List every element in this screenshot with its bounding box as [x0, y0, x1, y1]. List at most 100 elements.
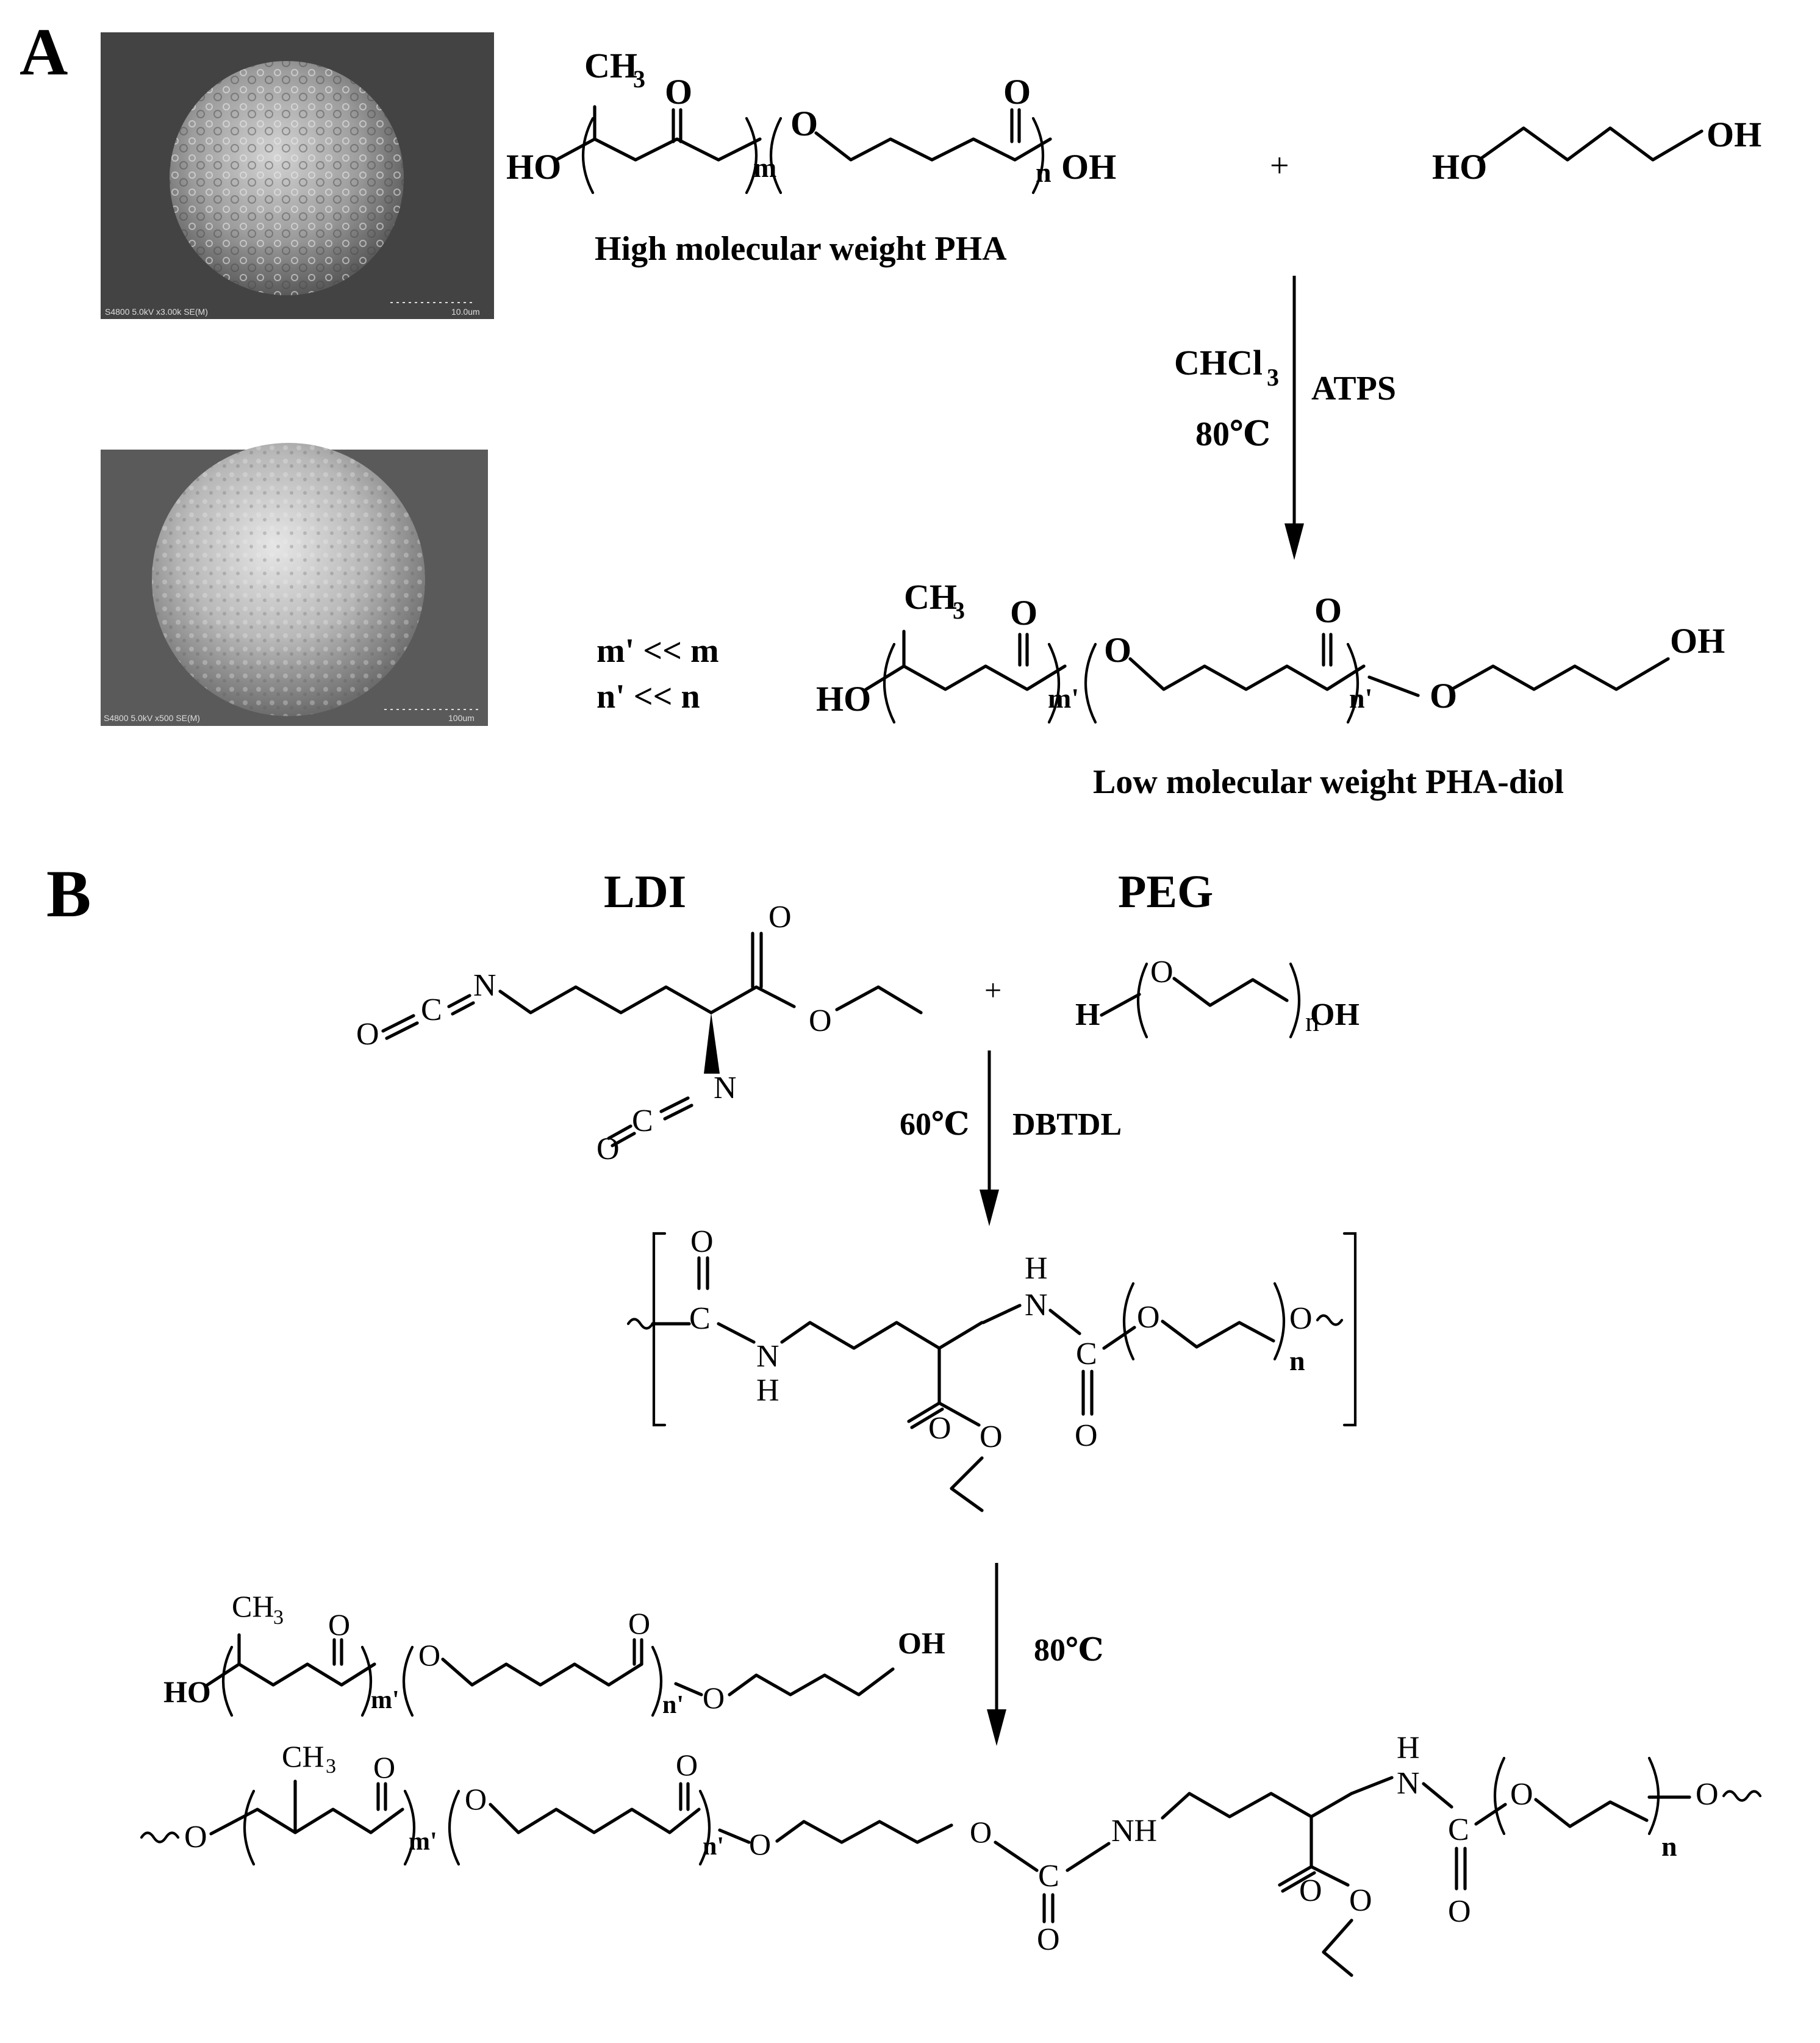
condition-catalyst-a: ATPS [1311, 370, 1396, 408]
svg-text:O: O [1037, 1922, 1060, 1957]
condition-temperature-a: 80℃ [1195, 415, 1270, 453]
svg-text:N: N [1025, 1288, 1048, 1323]
reaction-arrow-b1 [980, 1050, 999, 1226]
svg-text:3: 3 [326, 1755, 336, 1778]
svg-text:O: O [690, 1224, 714, 1259]
high-mw-pha-structure: HO CH 3 O m O O n OH [506, 46, 1116, 195]
svg-text:OH: OH [1061, 147, 1116, 187]
pha-diol-reactant-b: HO CH 3 O m' O O n' O OH [163, 1589, 945, 1719]
svg-text:NH: NH [1111, 1814, 1157, 1848]
svg-text:H: H [1025, 1251, 1048, 1286]
svg-text:O: O [356, 1017, 379, 1052]
svg-text:O: O [970, 1815, 992, 1849]
svg-text:O: O [1137, 1300, 1160, 1335]
svg-text:HO: HO [163, 1675, 211, 1709]
svg-text:OH: OH [1707, 115, 1761, 154]
ratio-n: n' << n [597, 678, 700, 716]
svg-text:H: H [1397, 1731, 1420, 1765]
svg-text:O: O [1430, 676, 1457, 716]
svg-text:O: O [928, 1411, 951, 1446]
svg-text:O: O [1349, 1883, 1372, 1918]
sem-image-bottom: S4800 5.0kV x500 SE(M) 100um [101, 443, 488, 726]
svg-text:CH: CH [232, 1589, 274, 1623]
svg-text:O: O [749, 1827, 771, 1861]
svg-text:O: O [1003, 72, 1031, 112]
svg-text:O: O [465, 1782, 487, 1816]
plus-a: + [1270, 147, 1289, 185]
svg-text:3: 3 [273, 1606, 284, 1629]
svg-text:O: O [1314, 591, 1342, 630]
prepolymer-structure: O C N H O O H N C O O n O [626, 1224, 1357, 1512]
svg-text:O: O [809, 1004, 832, 1038]
svg-text:O: O [1150, 955, 1173, 989]
svg-text:C: C [689, 1301, 711, 1336]
svg-text:OH: OH [1670, 621, 1725, 661]
svg-text:H: H [756, 1373, 779, 1408]
caption-high-mw-pha: High molecular weight PHA [595, 230, 1007, 268]
svg-text:n: n [1289, 1345, 1305, 1376]
panel-a-label: A [20, 15, 68, 89]
sem-top-caption-left: S4800 5.0kV x3.00k SE(M) [105, 307, 208, 317]
condition-solvent: CHCl [1174, 343, 1263, 382]
svg-text:O: O [1510, 1777, 1533, 1812]
svg-text:C: C [1448, 1812, 1469, 1847]
svg-text:C: C [1038, 1859, 1059, 1894]
peg-structure: H O n OH [1075, 955, 1360, 1039]
panel-b-label: B [46, 856, 91, 931]
svg-text:O: O [1289, 1301, 1313, 1336]
svg-text:O: O [790, 104, 818, 143]
svg-text:O: O [665, 72, 692, 112]
svg-text:m': m' [371, 1686, 399, 1714]
svg-text:O: O [980, 1420, 1003, 1454]
svg-text:O: O [1299, 1873, 1322, 1908]
svg-text:HO: HO [816, 679, 871, 719]
svg-text:O: O [628, 1606, 650, 1640]
svg-text:OH: OH [898, 1626, 945, 1660]
svg-text:C: C [1076, 1337, 1097, 1371]
condition-solvent-sub: 3 [1267, 364, 1279, 391]
svg-text:O: O [1075, 1418, 1098, 1453]
svg-text:HO: HO [1432, 147, 1487, 187]
svg-text:O: O [184, 1820, 207, 1854]
svg-text:n': n' [662, 1691, 684, 1719]
svg-text:O: O [676, 1748, 698, 1782]
svg-text:OH: OH [1310, 997, 1360, 1032]
svg-text:n': n' [703, 1833, 724, 1861]
svg-text:O: O [1448, 1894, 1471, 1929]
svg-text:N: N [714, 1071, 737, 1105]
svg-text:n: n [1661, 1831, 1677, 1862]
svg-text:N: N [473, 968, 496, 1003]
svg-text:H: H [1075, 997, 1100, 1032]
caption-low-mw-pha-diol: Low molecular weight PHA-diol [1093, 763, 1564, 801]
svg-text:CH: CH [282, 1739, 324, 1773]
svg-text:n: n [1305, 1006, 1319, 1037]
plus-b: + [984, 973, 1001, 1007]
butanediol-structure: HO OH [1432, 115, 1761, 187]
svg-text:O: O [768, 900, 792, 935]
svg-text:CH: CH [584, 46, 637, 85]
svg-text:O: O [328, 1607, 350, 1642]
sem-top-caption-right: 10.0um [451, 307, 480, 317]
svg-text:O: O [703, 1681, 725, 1715]
svg-text:n: n [1036, 157, 1052, 188]
ldi-structure: O C N O O N C O [356, 900, 923, 1166]
pha-diol-structure: HO CH 3 O m' O O n' O OH [816, 577, 1725, 724]
svg-text:3: 3 [633, 65, 645, 93]
svg-text:m': m' [1048, 683, 1079, 714]
reaction-arrow-a [1284, 276, 1304, 560]
svg-text:C: C [421, 993, 442, 1027]
peg-title: PEG [1118, 866, 1213, 917]
sem-bottom-caption-right: 100um [448, 713, 475, 723]
ratio-m: m' << m [597, 632, 719, 670]
svg-text:O: O [1010, 593, 1037, 633]
final-polyurethane-structure: O CH 3 O m' O O n' O O C O NH O O H N [140, 1731, 1762, 1977]
svg-text:N: N [1397, 1766, 1420, 1801]
sem-bottom-caption-left: S4800 5.0kV x500 SE(M) [104, 713, 200, 723]
svg-text:O: O [1104, 630, 1131, 670]
svg-text:O: O [597, 1132, 620, 1166]
step1-temperature: 60℃ [900, 1107, 969, 1142]
step2-temperature: 80℃ [1034, 1633, 1103, 1668]
svg-text:CH: CH [904, 577, 957, 617]
